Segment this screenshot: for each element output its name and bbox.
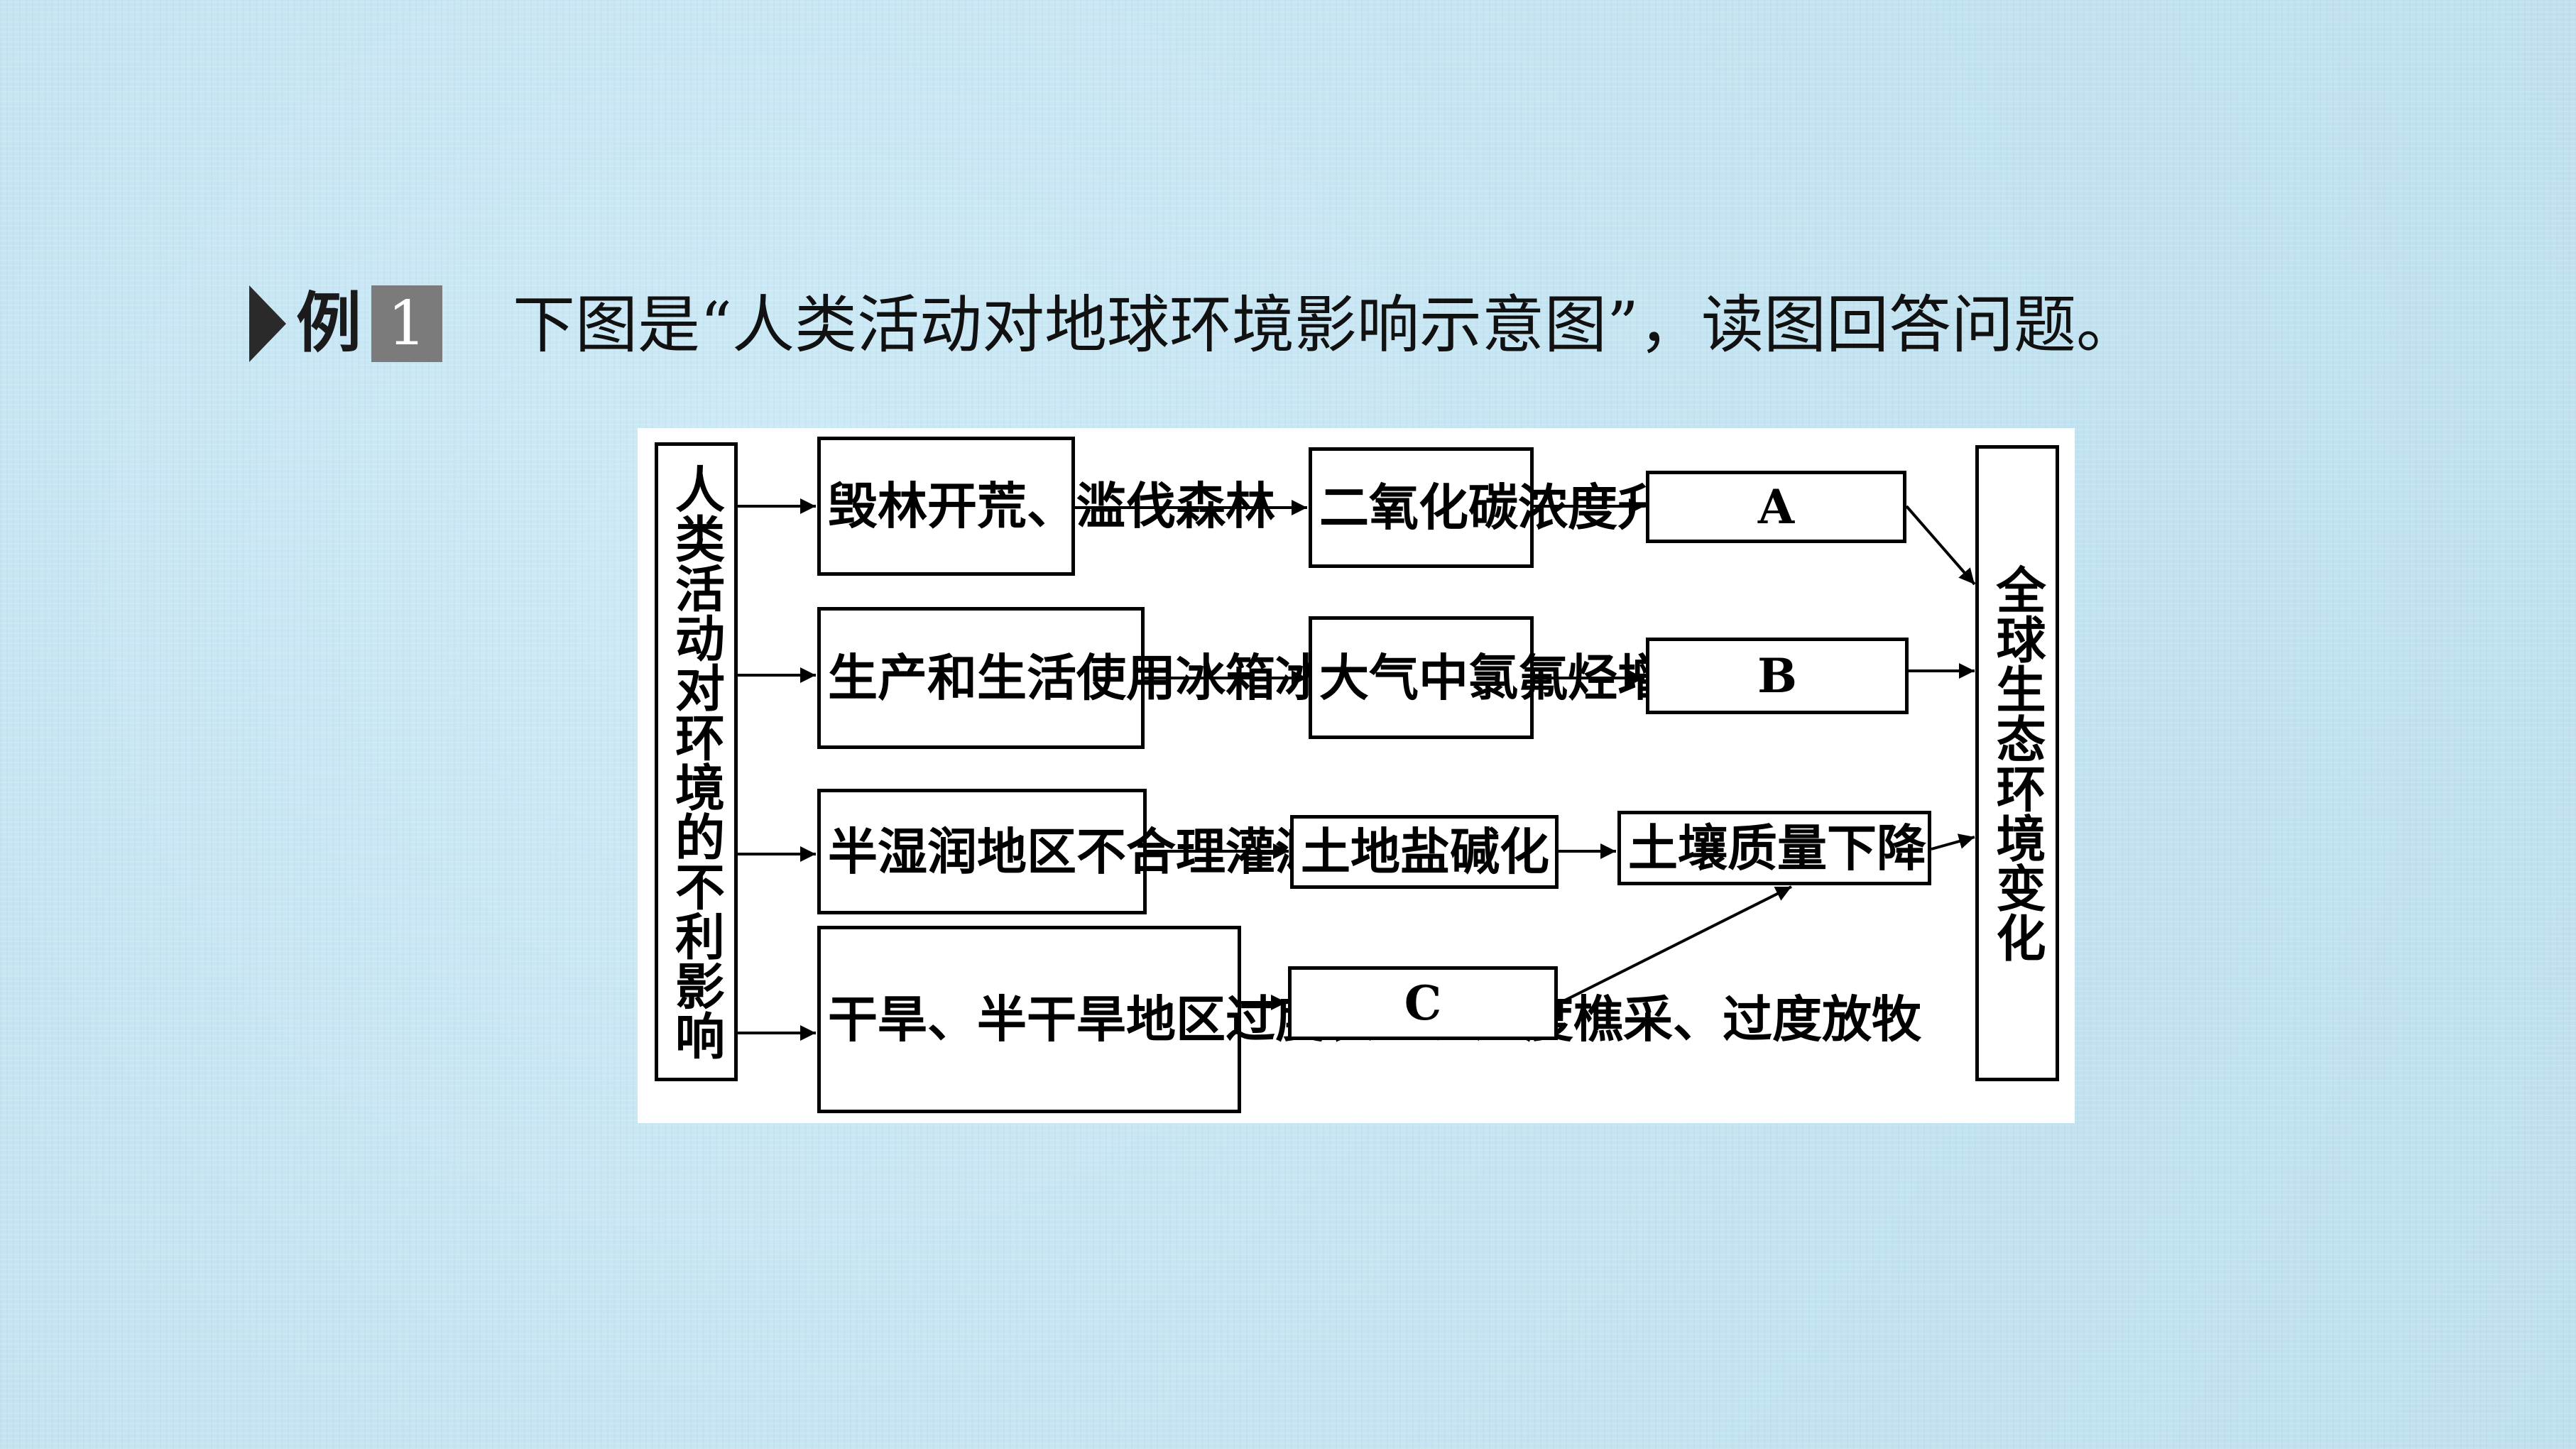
result-box: 全球生态环境变化 bbox=[1975, 445, 2059, 1081]
cause-box-irrigation: 半湿润地区不合理灌溉 bbox=[817, 789, 1325, 914]
source-box: 人类活动对环境的不利影响 bbox=[655, 442, 738, 1081]
blank-box-b: B bbox=[1646, 638, 1909, 714]
arrow-a-to-result bbox=[1905, 505, 1976, 586]
effect-box-cfc: 大气中氯氟烃增加 bbox=[1309, 616, 1717, 739]
flow-diagram: 人类活动对环境的不利影响 全球生态环境变化 毁林开荒、滥伐森林 生产和生活使用冰… bbox=[638, 428, 2075, 1123]
example-badge: 例 1 bbox=[249, 285, 443, 362]
blank-box-c: C bbox=[1288, 966, 1558, 1040]
cause-box-overuse: 干旱、半干旱地区过度农垦、过度樵采、过度放牧 bbox=[817, 926, 1921, 1113]
effect-box-co2: 二氧化碳浓度升高 bbox=[1309, 447, 1717, 568]
cause-box-deforestation: 毁林开荒、滥伐森林 bbox=[817, 437, 1275, 576]
arrow-c-to-soil bbox=[1557, 885, 1792, 1005]
question-text: 下图是“人类活动对地球环境影响示意图”，读图回答问题。 bbox=[513, 288, 2139, 361]
effect-box-salinization: 土地盐碱化 bbox=[1290, 815, 1559, 889]
blank-box-a: A bbox=[1646, 471, 1906, 543]
cause-box-refrigerators: 生产和生活使用冰箱冰柜 bbox=[817, 607, 1375, 749]
example-number: 1 bbox=[371, 285, 443, 362]
diagram-arrows bbox=[737, 498, 1976, 1041]
play-triangle-icon bbox=[249, 285, 286, 362]
arrow-soil-to-result bbox=[1931, 833, 1975, 851]
example-label: 例 bbox=[296, 285, 362, 361]
soil-decline-box: 土壤质量下降 bbox=[1617, 811, 1931, 885]
